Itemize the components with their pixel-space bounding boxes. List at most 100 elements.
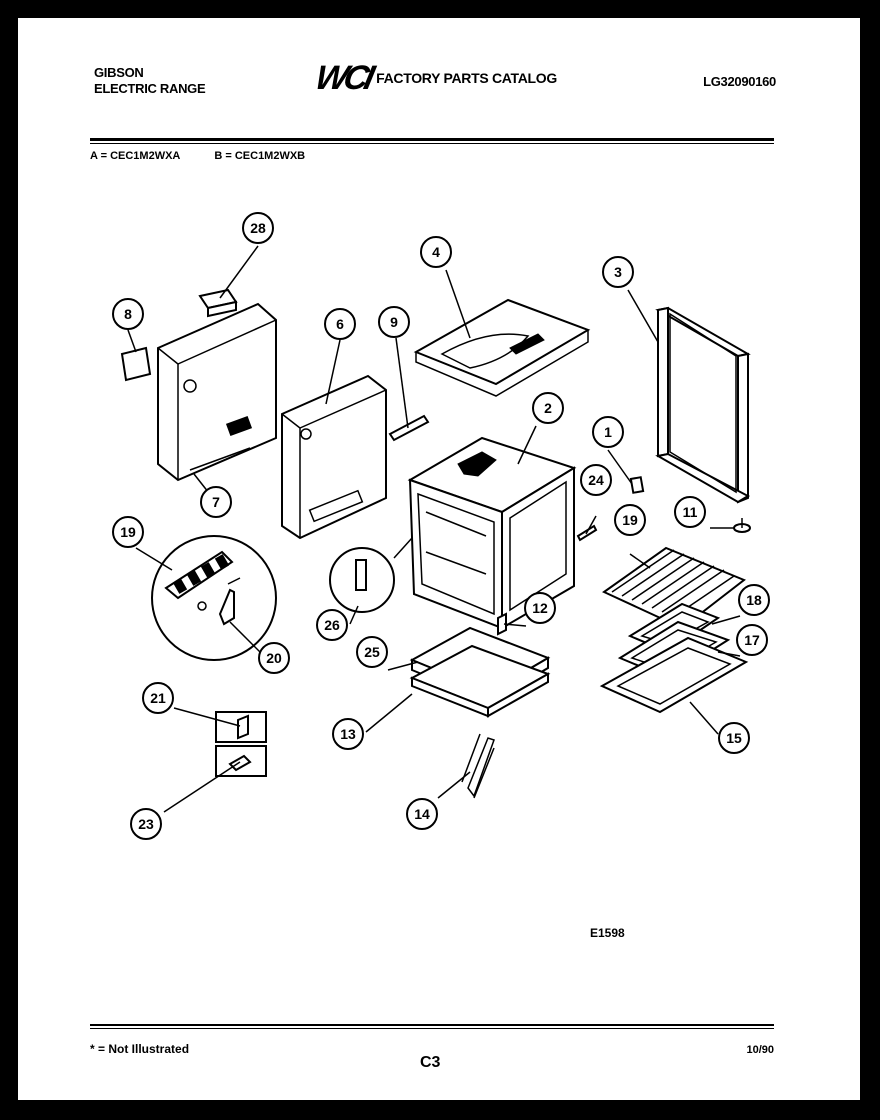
callout-13: 13 [332, 718, 364, 750]
callout-label: 1 [604, 424, 612, 440]
part-21-box [215, 711, 267, 743]
callout-circle [242, 212, 274, 244]
callout-circle [602, 256, 634, 288]
part-2-oven-cabinet [407, 436, 577, 630]
callout-label: 20 [266, 650, 282, 666]
callout-circle [614, 504, 646, 536]
callout-circle [592, 416, 624, 448]
detail-26-circle [329, 537, 413, 613]
callout-circle [324, 308, 356, 340]
model-a: A = CEC1M2WXA [90, 150, 181, 162]
callout-19: 19 [614, 504, 646, 536]
callout-circle [532, 392, 564, 424]
footnote: * = Not Illustrated [90, 1042, 190, 1056]
header-divider-thin [90, 143, 774, 144]
callout-circle [420, 236, 452, 268]
brand-name: GIBSON [94, 65, 144, 80]
detail-inset-circle [151, 535, 277, 661]
callout-label: 11 [683, 504, 698, 520]
callout-label: 12 [532, 600, 548, 616]
callout-circle [378, 306, 410, 338]
callout-26: 26 [316, 609, 348, 641]
callout-17: 17 [736, 624, 768, 656]
callout-label: 25 [364, 644, 380, 660]
callout-2: 2 [532, 392, 564, 424]
callout-label: 6 [336, 316, 344, 332]
parts-catalog-page: GIBSON ELECTRIC RANGE WCI FACTORY PARTS … [18, 18, 860, 1100]
page-number: C3 [420, 1054, 441, 1071]
diagram-code: E1598 [590, 926, 625, 940]
callout-label: 26 [324, 617, 340, 633]
callout-8: 8 [112, 298, 144, 330]
callout-label: 13 [340, 726, 356, 742]
product-type: ELECTRIC RANGE [94, 81, 206, 96]
part-23-box [215, 745, 267, 777]
callout-14: 14 [406, 798, 438, 830]
callout-24: 24 [580, 464, 612, 496]
revision-date: 10/90 [746, 1044, 774, 1056]
callout-label: 9 [390, 314, 398, 330]
part-19-oven-rack [602, 546, 746, 630]
callout-label: 18 [746, 592, 762, 608]
callout-21: 21 [142, 682, 174, 714]
part-3-side-frame [655, 306, 751, 504]
callout-19: 19 [112, 516, 144, 548]
callout-1: 1 [592, 416, 624, 448]
part-1-knob [629, 476, 645, 494]
part-11-screw [733, 518, 751, 533]
callout-18: 18 [738, 584, 770, 616]
back-panel [157, 302, 277, 482]
part-8-plate [120, 346, 152, 382]
callout-label: 28 [250, 220, 266, 236]
callout-circle [130, 808, 162, 840]
callout-circle [112, 298, 144, 330]
callout-23: 23 [130, 808, 162, 840]
part-14-heating-element [461, 733, 495, 799]
callout-circle [736, 624, 768, 656]
callout-label: 24 [588, 472, 604, 488]
callout-circle [524, 592, 556, 624]
callout-circle [142, 682, 174, 714]
callout-circle [718, 722, 750, 754]
callout-6: 6 [324, 308, 356, 340]
callout-label: 21 [150, 690, 166, 706]
catalog-title: FACTORY PARTS CATALOG [376, 70, 557, 86]
callout-28: 28 [242, 212, 274, 244]
callout-label: 8 [124, 306, 132, 322]
callout-4: 4 [420, 236, 452, 268]
part-6-panel [281, 374, 387, 540]
callout-circle [258, 642, 290, 674]
header-divider [90, 138, 774, 141]
part-13-drawer [409, 644, 551, 718]
callout-circle [332, 718, 364, 750]
callout-circle [738, 584, 770, 616]
callout-20: 20 [258, 642, 290, 674]
callout-9: 9 [378, 306, 410, 338]
callout-label: 15 [726, 730, 742, 746]
callout-7: 7 [200, 486, 232, 518]
callout-label: 4 [432, 244, 440, 260]
callout-3: 3 [602, 256, 634, 288]
callout-circle [316, 609, 348, 641]
callout-circle [674, 496, 706, 528]
callout-12: 12 [524, 592, 556, 624]
footer-divider [90, 1024, 774, 1026]
callout-label: 2 [544, 400, 552, 416]
callout-label: 19 [622, 512, 638, 528]
part-9-strip [388, 414, 430, 442]
callout-label: 7 [212, 494, 220, 510]
footer-divider-thin [90, 1028, 774, 1029]
document-number: LG32090160 [703, 74, 776, 89]
model-list: A = CEC1M2WXA B = CEC1M2WXB [90, 150, 305, 162]
callout-25: 25 [356, 636, 388, 668]
callout-label: 17 [744, 632, 760, 648]
callout-11: 11 [674, 496, 706, 528]
callout-label: 3 [614, 264, 622, 280]
part-28-bracket [198, 288, 238, 318]
part-12-hinge [497, 612, 507, 636]
brand-block: GIBSON ELECTRIC RANGE [94, 65, 206, 97]
part-15-door-frame [599, 636, 749, 714]
callout-label: 23 [138, 816, 154, 832]
